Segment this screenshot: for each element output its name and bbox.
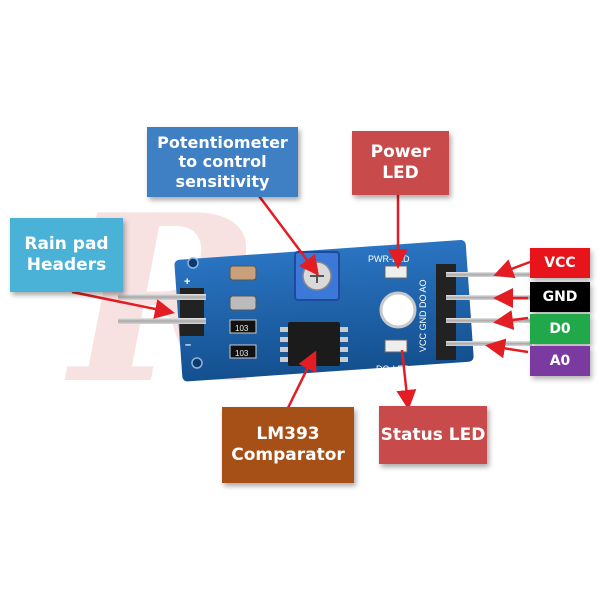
pin-label-gnd: GND xyxy=(530,282,590,312)
mounting-hole-large xyxy=(379,291,417,329)
pin-label-a0: A0 xyxy=(530,346,590,376)
callout-power-led: Power LED xyxy=(352,131,449,195)
mounting-hole xyxy=(187,257,199,269)
rain-pad-polarity-minus: – xyxy=(185,339,191,351)
arrow-a0 xyxy=(485,338,529,359)
pin-label-vcc: VCC xyxy=(530,248,590,278)
capacitors xyxy=(229,265,257,311)
arrow-potentiometer xyxy=(258,195,319,276)
pin-label-a0-text: A0 xyxy=(549,353,571,369)
pin-label-vcc-text: VCC xyxy=(544,255,576,271)
resistors xyxy=(229,319,257,359)
pin-silkscreen: VCC GND DO AO xyxy=(418,279,428,352)
resistor-label: 103 xyxy=(235,324,249,333)
callout-rain-pad: Rain pad Headers xyxy=(10,218,123,292)
pin-label-d0: D0 xyxy=(530,314,590,344)
status-led-silkscreen: DO-LED xyxy=(376,364,411,374)
arrow-vcc xyxy=(493,259,531,279)
callout-rain-pad-text: Rain pad Headers xyxy=(24,234,109,275)
rain-pad-header xyxy=(118,288,206,336)
callout-potentiometer-text: Potentiometer to control sensitivity xyxy=(157,132,288,191)
lm393-chip xyxy=(280,322,348,366)
pin-label-gnd-text: GND xyxy=(542,289,578,305)
arrow-status-led xyxy=(396,349,417,410)
output-pin-header xyxy=(436,264,532,360)
callout-potentiometer: Potentiometer to control sensitivity xyxy=(147,127,298,197)
power-led-silkscreen: PWR-LED xyxy=(368,254,410,264)
power-led xyxy=(384,265,408,279)
arrow-d0 xyxy=(493,310,529,330)
callout-arrows xyxy=(71,195,531,413)
mounting-hole xyxy=(191,357,203,369)
callout-status-led: Status LED xyxy=(379,406,487,464)
callout-status-led-text: Status LED xyxy=(380,424,486,445)
resistor-label: 103 xyxy=(235,349,249,358)
callout-comparator-text: LM393 Comparator xyxy=(231,424,345,465)
potentiometer xyxy=(294,251,340,301)
callout-power-led-text: Power LED xyxy=(370,142,431,183)
pcb-board: + – 103 103 PW xyxy=(118,240,532,382)
rain-pad-polarity: + xyxy=(184,276,190,288)
callout-comparator: LM393 Comparator xyxy=(222,407,354,483)
arrow-rain-pad xyxy=(71,290,175,319)
status-led xyxy=(384,339,408,353)
arrow-comparator xyxy=(284,350,317,413)
pin-label-d0-text: D0 xyxy=(549,321,571,337)
